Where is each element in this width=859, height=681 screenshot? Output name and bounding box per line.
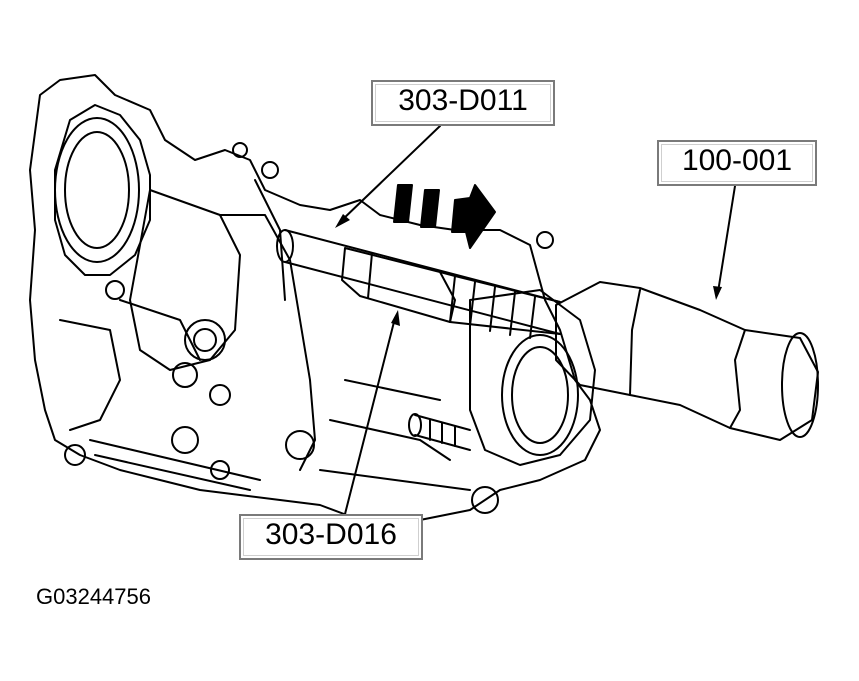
leader-303-D011 — [339, 125, 441, 223]
callout-100-001: 100-001 — [657, 140, 817, 186]
leader-100-001 — [717, 185, 736, 293]
left-bore — [54, 117, 140, 263]
callout-303-D011: 303-D011 — [371, 80, 555, 126]
output-housing — [469, 289, 596, 466]
housing-flange — [54, 104, 151, 276]
transmission-housing — [29, 74, 601, 521]
leader-303-D016 — [344, 317, 396, 515]
callout-303-D016: 303-D016 — [239, 514, 423, 560]
tool-303-D011-shaft — [284, 229, 561, 335]
direction-arrow — [451, 184, 496, 249]
figure-id: G03244756 — [36, 584, 151, 609]
tool-100-001-handle — [555, 281, 819, 441]
output-bore — [501, 334, 579, 456]
bolt-boss — [184, 319, 226, 361]
